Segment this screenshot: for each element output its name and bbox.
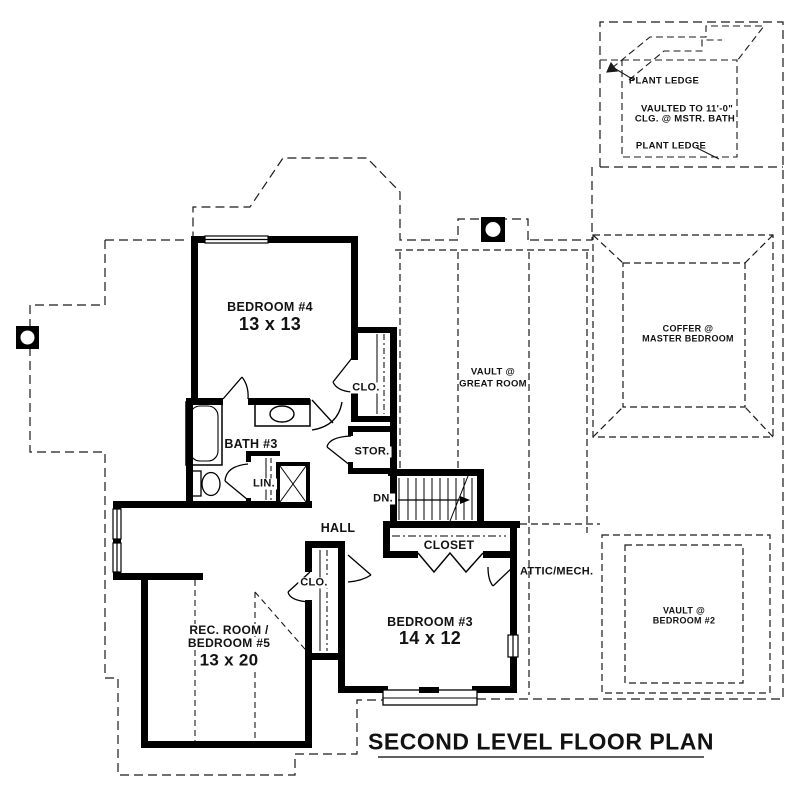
- coffer-label-line2: MASTER BEDROOM: [642, 333, 734, 344]
- master-bath-ceiling-outline: [600, 25, 766, 158]
- linen-label: LIN.: [251, 477, 277, 490]
- bedroom2-vault-line2: BEDROOM #2: [652, 615, 716, 626]
- window: [112, 235, 519, 658]
- mstr-bath-vault-line1: VAULTED TO 11'-0": [640, 103, 734, 115]
- rec-closet-label: CLO.: [298, 576, 330, 589]
- bedroom3-name-label: BEDROOM #3: [387, 614, 473, 629]
- coffer-ceiling-outline: [592, 234, 774, 438]
- rec-room-dims-label: 13 x 20: [197, 650, 261, 670]
- bay-window: [382, 687, 478, 706]
- stairs-down-arrow: [460, 496, 470, 504]
- coffer-label-line1: COFFER @: [662, 323, 714, 334]
- chimney-icon: [481, 217, 505, 242]
- great-room-vault-line1: VAULT @: [470, 366, 516, 378]
- mstr-bath-vault-line2: CLG. @ MSTR. BATH: [634, 113, 736, 125]
- bedroom3-dims-label: 14 x 12: [398, 628, 462, 648]
- staircase: [398, 475, 473, 522]
- vault-great-room-outline: [395, 249, 600, 695]
- bedroom3-closet-label: CLOSET: [421, 538, 477, 552]
- bathtub: [185, 401, 223, 466]
- rec-room-name-line1: REC. ROOM /: [187, 623, 271, 637]
- vault-bedroom2-outline: [601, 534, 771, 694]
- chimney-icon-left: [16, 326, 39, 349]
- interior-walls: [113, 236, 520, 748]
- rec-room-name-line2: BEDROOM #5: [185, 636, 273, 650]
- bedroom4-dims-label: 13 x 13: [238, 314, 302, 334]
- plant-ledge-upper-label: PLANT LEDGE: [628, 75, 700, 87]
- chase-shaft: [276, 462, 310, 506]
- exterior-roof-outline: [29, 21, 784, 776]
- bedroom2-vault-line1: VAULT @: [662, 605, 706, 616]
- plant-ledge-leader-lines: [606, 61, 720, 160]
- vanity-sink: [254, 399, 311, 427]
- page-title: SECOND LEVEL FLOOR PLAN: [368, 728, 714, 755]
- bedroom4-name-label: BEDROOM #4: [227, 299, 313, 314]
- toilet: [190, 470, 221, 497]
- hall-label: HALL: [320, 520, 356, 535]
- bath3-label: BATH #3: [224, 436, 278, 451]
- attic-mech-label: ATTIC/MECH.: [520, 565, 594, 578]
- great-room-vault-line2: GREAT ROOM: [459, 378, 527, 390]
- storage-label: STOR.: [352, 445, 392, 458]
- plant-ledge-lower-label: PLANT LEDGE: [635, 140, 707, 152]
- bedroom4-closet-label: CLO.: [350, 381, 382, 394]
- closet-rod-shelf-lines: [265, 334, 506, 651]
- bifold-doors: [417, 551, 484, 574]
- stairs-down-label: DN.: [371, 492, 395, 505]
